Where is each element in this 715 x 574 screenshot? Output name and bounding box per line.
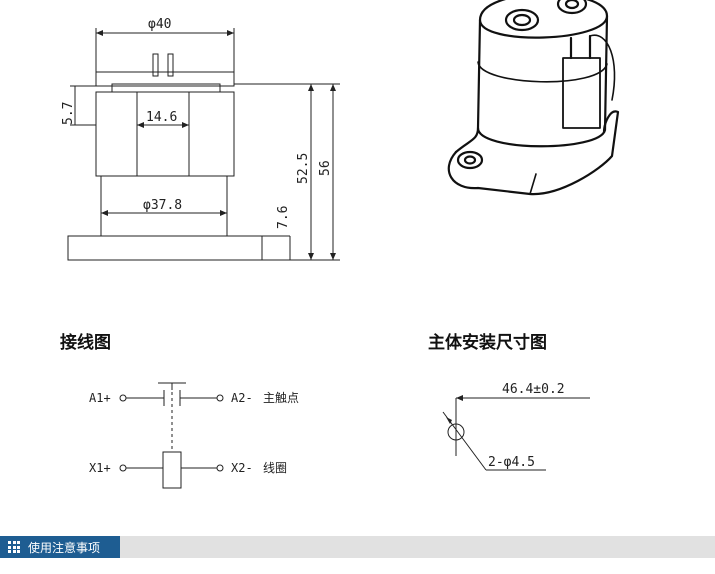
x2-label: X2-	[231, 461, 253, 475]
a2-label: A2-	[231, 391, 253, 405]
terminal-base	[111, 83, 221, 93]
section-bar: 使用注意事项	[0, 536, 715, 558]
top-plate	[95, 71, 235, 87]
x1-terminal	[119, 464, 127, 472]
relay-3d-illustration	[447, 0, 620, 196]
terminal-left	[152, 53, 159, 77]
x1-label: X1+	[89, 461, 111, 475]
flange	[67, 235, 263, 261]
usage-notes-label: 使用注意事项	[28, 540, 101, 555]
wiring-diagram	[119, 382, 224, 489]
a1-terminal	[119, 394, 127, 402]
inner-width-label: 14.6	[146, 110, 177, 125]
wiring-title: 接线图	[60, 333, 111, 353]
top-height-label: 5.7	[61, 102, 76, 125]
coil-label: 线圈	[263, 461, 287, 475]
grid-icon	[8, 541, 20, 553]
relay-dimension-drawing	[67, 28, 340, 261]
hole-size-label: 2-φ4.5	[488, 455, 535, 470]
spacing-label: 46.4±0.2	[502, 382, 565, 397]
mounting-hole	[447, 423, 465, 441]
outer-diameter-label: φ40	[148, 17, 171, 32]
x2-terminal	[216, 464, 224, 472]
total-height-label: 56	[318, 160, 333, 176]
flange-height-label: 7.6	[276, 206, 291, 229]
mounting-title: 主体安装尺寸图	[428, 333, 547, 353]
dimension-arrows	[96, 30, 336, 260]
coil	[162, 451, 182, 489]
base-diameter-label: φ37.8	[143, 198, 182, 213]
a1-label: A1+	[89, 391, 111, 405]
terminal-right	[167, 53, 174, 77]
main-body	[95, 91, 235, 177]
main-contact-label: 主触点	[263, 391, 299, 405]
a2-terminal	[216, 394, 224, 402]
body-height-label: 52.5	[296, 153, 311, 184]
usage-notes-tab[interactable]: 使用注意事项	[0, 536, 120, 558]
